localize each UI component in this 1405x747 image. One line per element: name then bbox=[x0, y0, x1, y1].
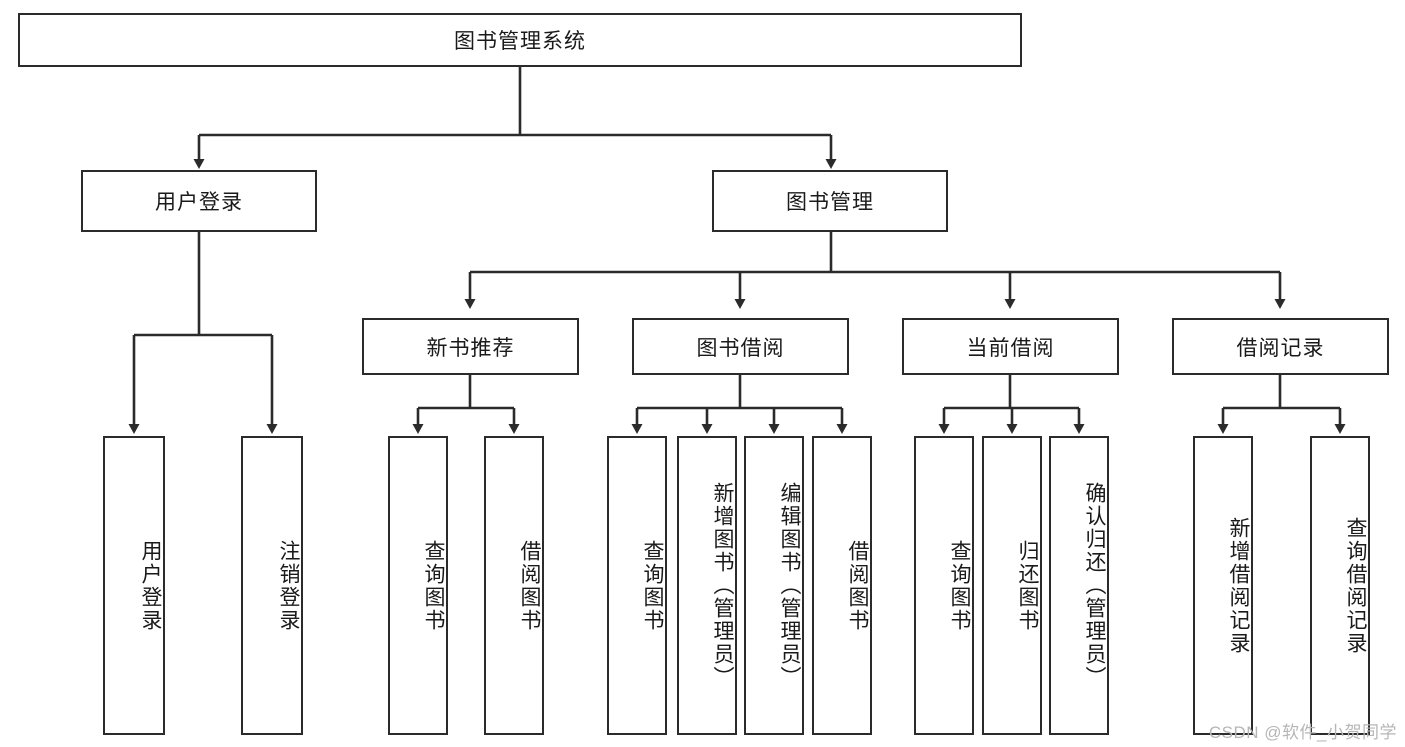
node-book-management[interactable]: 图书管理 bbox=[712, 170, 948, 232]
node-book-borrow[interactable]: 图书借阅 bbox=[632, 318, 849, 375]
leaf-query-borrow-record[interactable]: 查询借阅记录 bbox=[1310, 436, 1370, 735]
leaf-return-book[interactable]: 归还图书 bbox=[982, 436, 1042, 735]
leaf-query-book-recommend[interactable]: 查询图书 bbox=[388, 436, 448, 735]
watermark-text: CSDN @软件_小贺同学 bbox=[1208, 723, 1397, 742]
leaf-user-login[interactable]: 用户登录 bbox=[103, 436, 165, 735]
leaf-add-borrow-record[interactable]: 新增借阅记录 bbox=[1193, 436, 1253, 735]
node-current-borrow[interactable]: 当前借阅 bbox=[902, 318, 1119, 375]
leaf-query-book-current[interactable]: 查询图书 bbox=[914, 436, 974, 735]
leaf-borrow-book[interactable]: 借阅图书 bbox=[812, 436, 872, 735]
node-root-system[interactable]: 图书管理系统 bbox=[18, 13, 1022, 67]
node-new-book-recommend[interactable]: 新书推荐 bbox=[362, 318, 579, 375]
node-borrow-record[interactable]: 借阅记录 bbox=[1172, 318, 1389, 375]
leaf-logout[interactable]: 注销登录 bbox=[241, 436, 303, 735]
leaf-borrow-book-recommend[interactable]: 借阅图书 bbox=[484, 436, 544, 735]
leaf-query-book-borrow[interactable]: 查询图书 bbox=[607, 436, 667, 735]
leaf-edit-book-admin[interactable]: 编辑图书（管理员） bbox=[744, 436, 804, 735]
leaf-confirm-return-admin[interactable]: 确认归还（管理员） bbox=[1049, 436, 1109, 735]
leaf-add-book-admin[interactable]: 新增图书（管理员） bbox=[677, 436, 737, 735]
node-user-login[interactable]: 用户登录 bbox=[81, 170, 317, 232]
